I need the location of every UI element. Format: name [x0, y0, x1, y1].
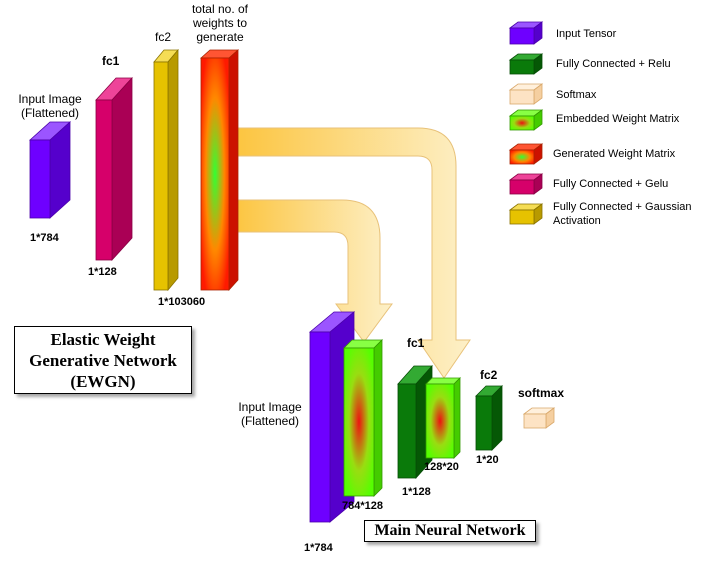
ewgn-fc1-dim: 1*128 [88, 266, 117, 278]
ewgn-input-dim: 1*784 [30, 232, 59, 244]
main-embedded-weights-2 [425, 377, 461, 459]
main-input-label: Input Image (Flattened) [238, 400, 302, 428]
main-fc2-label: fc2 [480, 368, 498, 382]
ewgn-generated-weights-layer [199, 49, 240, 292]
main-title-box: Main Neural Network [364, 520, 536, 542]
main-weights1-dim: 784*128 [342, 500, 383, 512]
ewgn-title-box: Elastic Weight Generative Network (EWGN) [14, 326, 192, 394]
ewgn-fc1-label: fc1 [102, 54, 120, 68]
legend-label-fc-gaussian: Fully Connected + Gaussian Activation [553, 201, 692, 227]
ewgn-fc1-layer [95, 76, 133, 262]
legend-label-softmax: Softmax [556, 89, 597, 101]
legend-label-fc-relu: Fully Connected + Relu [556, 58, 671, 70]
main-fc1-label: fc1 [407, 336, 425, 350]
legend-label-generated-weights: Generated Weight Matrix [553, 148, 676, 160]
legend-swatch-embedded-weights [508, 109, 544, 131]
legend-label-embedded-weights: Embedded Weight Matrix [556, 113, 680, 125]
legend-swatch-softmax [508, 83, 544, 105]
main-fc2-layer [475, 385, 503, 451]
legend-label-input-tensor: Input Tensor [556, 28, 617, 40]
legend-swatch-fc-gaussian [508, 203, 544, 225]
main-fc1-dim: 1*128 [402, 486, 431, 498]
ewgn-output-label: total no. of weights to generate [191, 2, 249, 44]
legend-label-fc-gelu: Fully Connected + Gelu [553, 178, 669, 190]
ewgn-input-label: Input Image (Flattened) [18, 92, 82, 120]
main-weights2-dim: 128*20 [424, 461, 459, 473]
flow-arrow-to-input-weights [231, 199, 393, 343]
ewgn-input-layer [28, 121, 72, 219]
legend-swatch-generated-weights [508, 143, 544, 165]
main-embedded-weights-1 [343, 339, 383, 497]
ewgn-output-dim: 1*103060 [158, 296, 206, 308]
legend-swatch-fc-relu [508, 53, 544, 75]
legend-swatch-fc-gelu [508, 173, 544, 195]
legend-swatch-input-tensor [508, 21, 544, 45]
ewgn-fc2-label: fc2 [155, 30, 172, 44]
main-input-dim: 1*784 [304, 542, 333, 554]
main-softmax-label: softmax [518, 386, 565, 400]
main-softmax-layer [522, 407, 556, 429]
ewgn-fc2-layer [153, 48, 179, 292]
main-fc2-dim: 1*20 [476, 454, 499, 466]
